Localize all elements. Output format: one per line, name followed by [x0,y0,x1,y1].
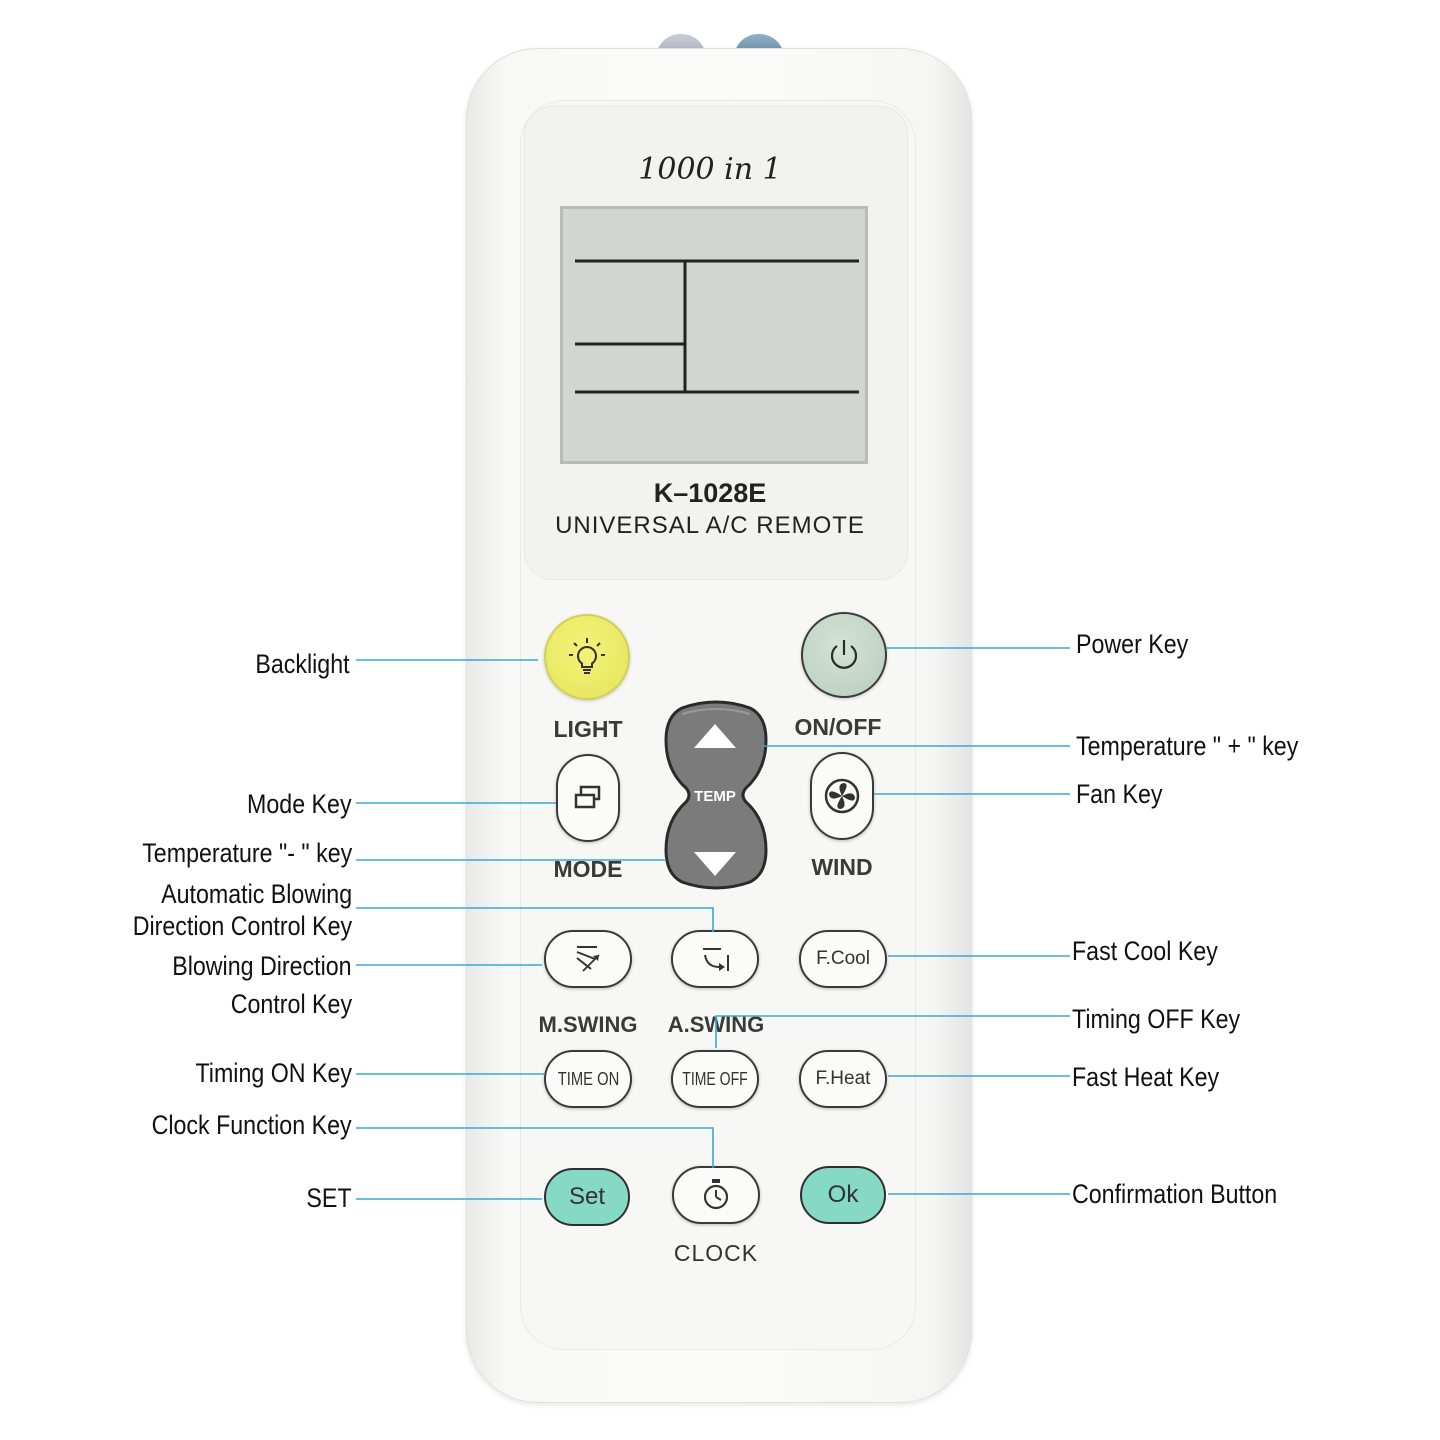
light-label: LIGHT [553,716,623,742]
m-swing-button[interactable] [544,930,632,988]
wind-label: WIND [811,854,873,880]
temp-down-button[interactable] [690,842,740,882]
annotation-set: SET [306,1183,352,1213]
annotation-backlight: Backlight [255,649,350,679]
m-swing-label: M.SWING [538,1012,638,1037]
annotation-confirmation: Confirmation Button [1072,1179,1278,1209]
time-off-text: TIME OFF [682,1068,748,1089]
set-button[interactable]: Set [544,1168,630,1226]
on-off-label: ON/OFF [794,714,882,740]
annotation-fast-heat: Fast Heat Key [1072,1062,1220,1092]
annotation-blowing-dir-line1: Blowing Direction [172,951,352,981]
temp-up-icon [694,724,736,748]
model-text: K–1028E [653,478,767,508]
lcd-screen [560,206,868,464]
annotation-mode-key: Mode Key [247,789,352,819]
time-on-text: TIME ON [557,1068,619,1089]
annotation-temp-minus: Temperature "- " key [141,838,352,868]
set-text: Set [568,1183,606,1210]
clock-button[interactable] [672,1166,760,1224]
annotation-fast-cool: Fast Cool Key [1072,936,1218,966]
annotation-auto-blowing-line2: Direction Control Key [132,911,352,941]
annotation-auto-blowing-line1: Automatic Blowing [160,879,352,909]
f-heat-button[interactable]: F.Heat [799,1050,887,1108]
auto-swing-icon [703,948,729,971]
annotation-power-key: Power Key [1076,629,1189,659]
lcd-segments [575,259,859,394]
brand-text: 1000 in 1 [638,152,782,187]
temp-up-button[interactable] [690,718,740,758]
f-heat-text: F.Heat [815,1068,871,1089]
f-cool-text: F.Cool [816,948,870,969]
ok-button[interactable]: Ok [800,1166,886,1224]
annotation-fan-key: Fan Key [1076,779,1163,809]
time-off-button[interactable]: TIME OFF [671,1050,759,1108]
annotation-clock-function: Clock Function Key [151,1110,352,1140]
clock-label: CLOCK [673,1240,759,1266]
mode-icon [574,785,601,809]
f-cool-button[interactable]: F.Cool [799,930,887,988]
annotation-timing-on: Timing ON Key [195,1058,352,1088]
mode-button[interactable] [556,754,620,842]
annotation-blowing-dir-line2: Control Key [230,989,352,1019]
lightbulb-icon [569,638,605,674]
power-icon [830,640,858,669]
power-button[interactable] [801,612,887,698]
manual-swing-icon [576,946,600,972]
subtitle-text: UNIVERSAL A/C REMOTE [555,512,865,539]
ok-text: Ok [827,1181,859,1208]
annotation-timing-off: Timing OFF Key [1072,1004,1241,1034]
wind-button[interactable] [810,752,874,840]
temp-rocker [662,700,770,890]
temp-label: TEMP [694,788,736,805]
a-swing-button[interactable] [671,930,759,988]
time-on-button[interactable]: TIME ON [544,1050,632,1108]
annotation-temp-plus: Temperature " + " key [1076,731,1299,761]
stopwatch-icon [703,1179,729,1210]
temp-down-icon [694,852,736,876]
light-button[interactable] [544,614,630,700]
fan-icon [824,778,860,814]
